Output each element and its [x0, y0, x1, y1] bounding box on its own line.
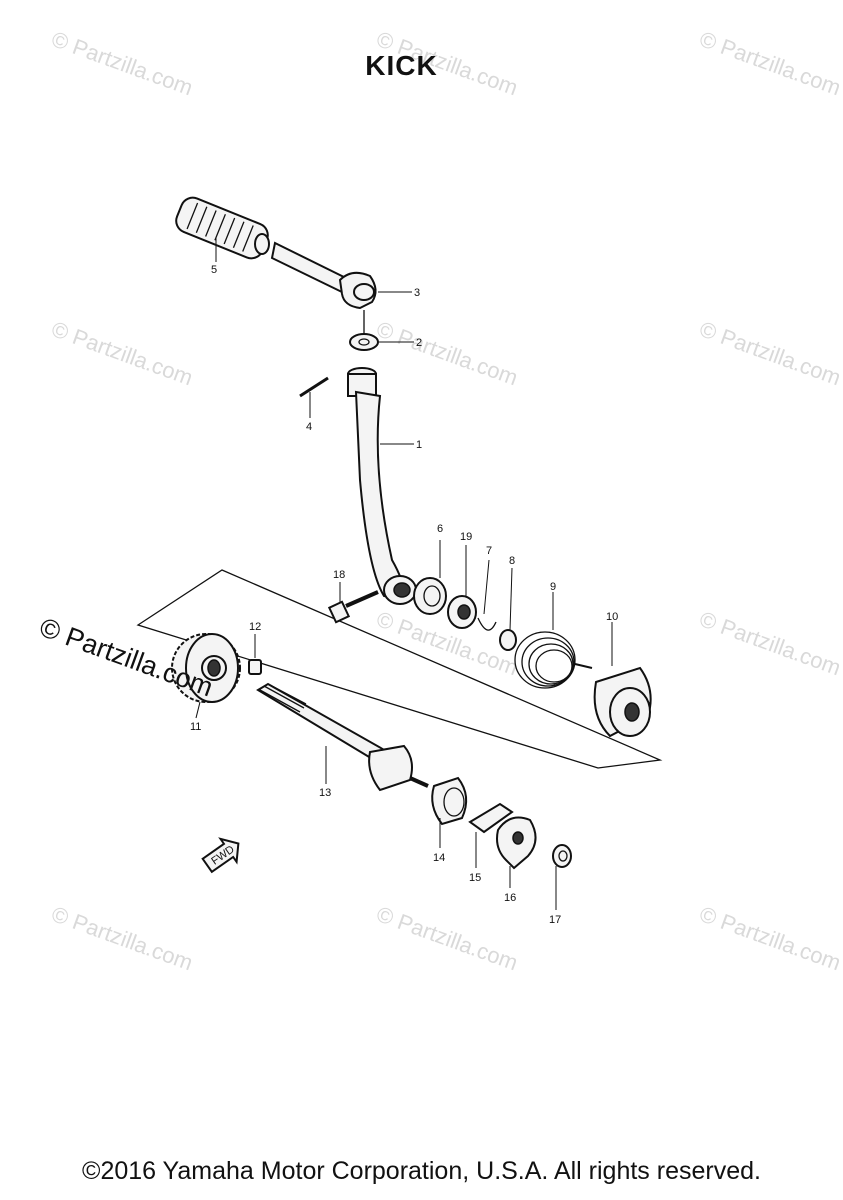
part-number-18: 18: [333, 569, 345, 581]
part-number-17: 17: [549, 914, 561, 926]
collar[interactable]: [447, 595, 477, 629]
assembly-outline: [136, 569, 663, 769]
kick-lever-arm[interactable]: [270, 241, 377, 310]
part-number-16: 16: [504, 892, 516, 904]
spring-cover[interactable]: [593, 666, 652, 738]
part-number-4: 4: [306, 421, 312, 433]
part-number-3: 3: [414, 287, 420, 299]
part-number-2: 2: [416, 337, 422, 349]
ratchet[interactable]: [431, 776, 468, 826]
part-number-11: 11: [190, 721, 201, 733]
part-number-10: 10: [606, 611, 618, 623]
part-number-14: 14: [433, 852, 445, 864]
part-number-5: 5: [211, 264, 217, 276]
kick-crank[interactable]: [347, 367, 417, 605]
part-number-13: 13: [319, 787, 331, 799]
washer[interactable]: [349, 333, 379, 351]
thrust-washer[interactable]: [499, 629, 517, 651]
part-number-9: 9: [550, 581, 556, 593]
oil-seal[interactable]: [413, 577, 447, 615]
shaft-circlip[interactable]: [552, 844, 572, 868]
kick-grip[interactable]: [173, 194, 272, 262]
pin[interactable]: [299, 376, 329, 398]
circlip[interactable]: [477, 617, 497, 631]
kick-gear[interactable]: [171, 633, 241, 703]
part-number-6: 6: [437, 523, 443, 535]
fwd-arrow-icon: FWD: [201, 837, 240, 874]
diagram-title: KICK: [365, 50, 438, 81]
torsion-spring[interactable]: [514, 631, 593, 689]
dowel-pin[interactable]: [248, 659, 262, 675]
part-number-7: 7: [486, 545, 492, 557]
copyright-footer: ©2016 Yamaha Motor Corporation, U.S.A. A…: [82, 1157, 761, 1185]
guide-plate[interactable]: [496, 816, 537, 870]
kick-shaft[interactable]: [256, 682, 429, 792]
ratchet-spring[interactable]: [468, 802, 514, 834]
part-number-12: 12: [249, 621, 261, 633]
part-number-8: 8: [509, 555, 515, 567]
bolt[interactable]: [327, 590, 379, 624]
part-number-19: 19: [460, 531, 472, 543]
part-number-15: 15: [469, 872, 481, 884]
part-number-1: 1: [416, 439, 422, 451]
